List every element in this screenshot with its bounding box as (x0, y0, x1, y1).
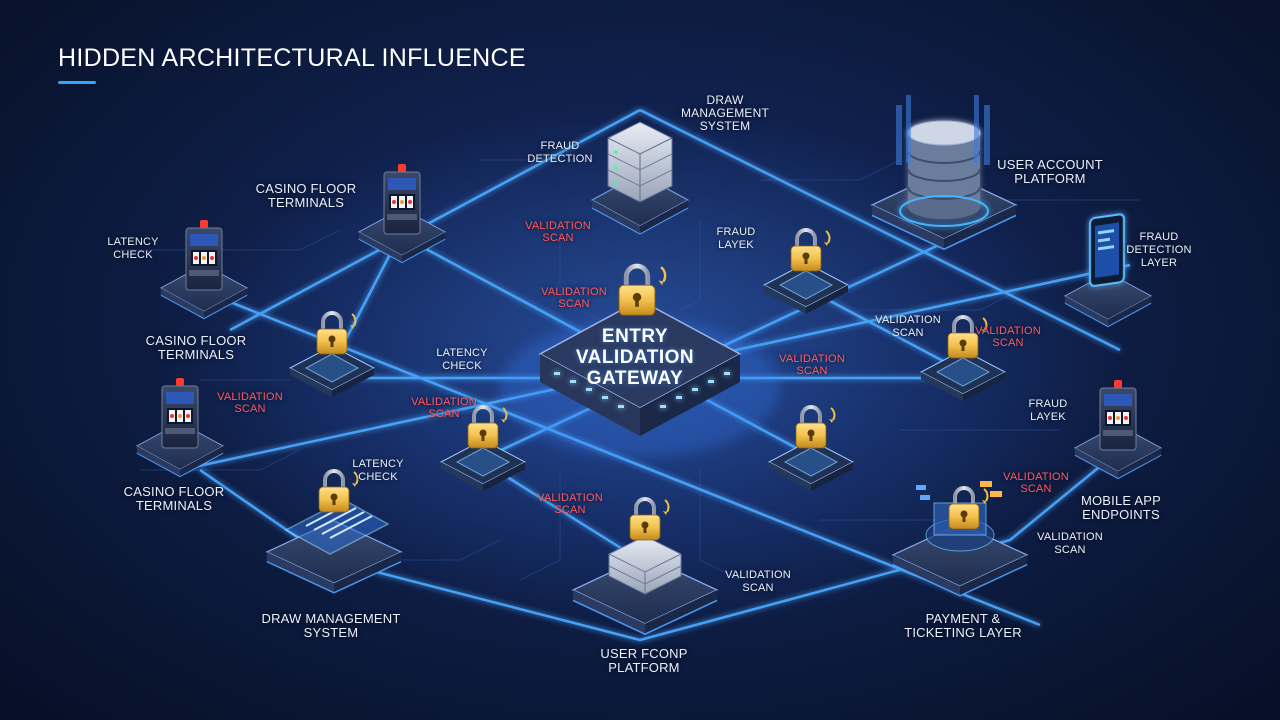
label-validation-scan-right: VALIDATION SCAN (875, 314, 941, 339)
label-validation-scan-bottom-center: VALIDATION SCAN (725, 569, 791, 594)
label-validation-scan-red: VALIDATION SCAN (217, 391, 283, 415)
label-validation-scan-red: VALIDATION SCAN (537, 492, 603, 516)
label-validation-scan-red: VALIDATION SCAN (541, 286, 607, 310)
label-user-account-platform: USER ACCOUNT PLATFORM (997, 157, 1103, 186)
entry-validation-gateway (500, 266, 780, 458)
label-fraud-detection-top: FRAUD DETECTION (527, 140, 593, 165)
database-icon (899, 120, 989, 227)
draw-management-document (265, 469, 403, 594)
label-casino-floor-mid: CASINO FLOOR TERMINALS (145, 333, 247, 362)
label-latency-check-left: LATENCY CHECK (107, 236, 159, 261)
draw-management-server (591, 121, 689, 235)
smartphone-icon (1089, 213, 1125, 287)
label-latency-check-mid: LATENCY CHECK (436, 347, 488, 372)
label-draw-management-bottom: DRAW MANAGEMENT SYSTEM (261, 611, 401, 640)
label-fraud-layer-top: FRAUD LAYEK (716, 226, 756, 251)
network-line (639, 108, 1121, 352)
label-fraud-detection-layer: FRAUD DETECTION LAYER (1126, 231, 1192, 269)
label-draw-management-top: DRAW MANAGEMENT SYSTEM (680, 93, 769, 133)
label-validation-scan-red: VALIDATION SCAN (1003, 471, 1069, 495)
fraud-detection-device (1064, 213, 1152, 328)
network-line (329, 558, 641, 642)
label-validation-scan-red: VALIDATION SCAN (779, 353, 845, 377)
label-validation-scan-red: VALIDATION SCAN (975, 325, 1041, 349)
label-validation-scan-red: VALIDATION SCAN (411, 396, 477, 420)
label-fraud-layer-right: FRAUD LAYEK (1028, 398, 1068, 423)
gateway-label: ENTRY VALIDATION GATEWAY (575, 326, 695, 389)
label-payment-ticketing: PAYMENT & TICKETING LAYER (904, 611, 1022, 640)
title-underline (58, 81, 96, 84)
slot-machine-icon (185, 219, 223, 291)
label-validation-scan-red: VALIDATION SCAN (525, 220, 591, 244)
payment-terminal (891, 481, 1029, 597)
user-platform-server (572, 497, 718, 636)
page-title: HIDDEN ARCHITECTURAL INFLUENCE (58, 44, 526, 72)
network-line (229, 108, 641, 332)
label-casino-floor-bottom: CASINO FLOOR TERMINALS (123, 484, 225, 513)
label-mobile-app-endpoints: MOBILE APP ENDPOINTS (1080, 493, 1162, 522)
label-validation-scan-bottom-right: VALIDATION SCAN (1037, 531, 1103, 556)
label-casino-floor-top: CASINO FLOOR TERMINALS (255, 181, 357, 210)
slot-machine-icon (1099, 379, 1137, 451)
user-account-database (871, 95, 1017, 251)
label-latency-check-lower: LATENCY CHECK (352, 458, 404, 483)
circuit-traces (120, 159, 1140, 581)
slot-machine-icon (383, 163, 421, 235)
slot-machine-icon (161, 377, 199, 449)
server-stack-icon (607, 121, 673, 203)
label-user-fconp-platform: USER FCONP PLATFORM (600, 646, 688, 675)
